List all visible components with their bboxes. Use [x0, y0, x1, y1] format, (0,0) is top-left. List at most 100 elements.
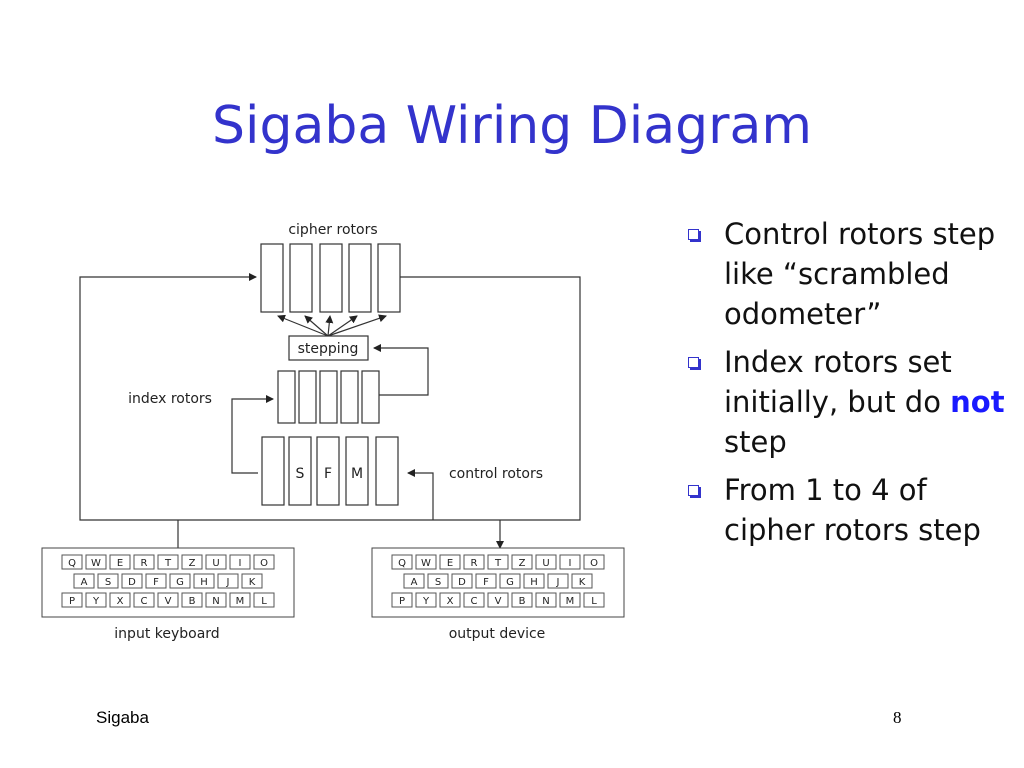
key-l	[583, 592, 605, 608]
key-e	[439, 554, 461, 570]
key-q	[391, 554, 413, 570]
cipher-rotor	[260, 243, 284, 313]
key-p	[61, 592, 83, 608]
key-z	[181, 554, 203, 570]
key-v	[487, 592, 509, 608]
control-rotor	[316, 436, 340, 506]
key-label: J	[226, 577, 230, 588]
control-rotors	[261, 436, 399, 506]
key-p	[391, 592, 413, 608]
key-label: K	[249, 577, 256, 588]
key-label: I	[569, 558, 572, 569]
key-v	[157, 592, 179, 608]
key-q	[61, 554, 83, 570]
key-label: J	[556, 577, 560, 588]
cipher-rotors	[260, 243, 401, 313]
key-label: F	[153, 577, 159, 588]
key-y	[415, 592, 437, 608]
control-rotor	[345, 436, 369, 506]
key-label: Q	[68, 558, 76, 569]
control-rotor-letter: F	[324, 466, 332, 482]
key-r	[463, 554, 485, 570]
key-i	[559, 554, 581, 570]
bullet-square-icon	[688, 485, 699, 496]
key-y	[85, 592, 107, 608]
key-w	[415, 554, 437, 570]
page-number: 8	[893, 708, 902, 727]
key-g	[169, 573, 191, 589]
key-m	[229, 592, 251, 608]
key-h	[523, 573, 545, 589]
stepping-box	[288, 335, 369, 361]
key-label: N	[542, 596, 549, 607]
key-o	[583, 554, 605, 570]
control-rotor	[261, 436, 285, 506]
key-i	[229, 554, 251, 570]
key-label: L	[261, 596, 267, 607]
key-n	[535, 592, 557, 608]
key-c	[463, 592, 485, 608]
bullet-item: Index rotors set initially, but do not s…	[688, 342, 1008, 462]
cipher-rotor	[289, 243, 313, 313]
key-label: T	[164, 558, 172, 569]
emphasis-not: not	[950, 385, 1005, 419]
key-n	[205, 592, 227, 608]
bullet-text: Index rotors set initially, but do	[724, 345, 952, 419]
wires	[79, 273, 581, 549]
index-rotors	[277, 370, 380, 424]
key-h	[193, 573, 215, 589]
key-label: G	[176, 577, 184, 588]
key-label: O	[260, 558, 268, 569]
key-c	[133, 592, 155, 608]
key-e	[109, 554, 131, 570]
key-f	[145, 573, 167, 589]
key-label: V	[165, 596, 172, 607]
index-rotor	[319, 370, 338, 424]
key-label: B	[189, 596, 196, 607]
key-t	[157, 554, 179, 570]
control-rotor-letter: S	[296, 466, 305, 482]
key-label: F	[483, 577, 489, 588]
index-rotors-label: index rotors	[128, 391, 212, 407]
control-rotors-label: control rotors	[449, 466, 543, 482]
key-label: L	[591, 596, 597, 607]
key-d	[451, 573, 473, 589]
stepping-label: stepping	[298, 341, 359, 357]
key-label: Z	[189, 558, 196, 569]
bullet-list: Control rotors step like “scrambled odom…	[688, 214, 1008, 558]
key-label: R	[471, 558, 478, 569]
key-label: N	[212, 596, 219, 607]
key-b	[511, 592, 533, 608]
key-a	[73, 573, 95, 589]
key-f	[475, 573, 497, 589]
key-s	[427, 573, 449, 589]
key-k	[241, 573, 263, 589]
key-d	[121, 573, 143, 589]
key-j	[217, 573, 239, 589]
key-label: C	[141, 596, 148, 607]
index-rotor	[277, 370, 296, 424]
key-s	[97, 573, 119, 589]
bullet-text: step	[724, 425, 787, 459]
key-label: E	[117, 558, 123, 569]
key-label: A	[411, 577, 418, 588]
key-label: D	[128, 577, 136, 588]
key-m	[559, 592, 581, 608]
bullet-item: From 1 to 4 of cipher rotors step	[688, 470, 1008, 550]
key-label: B	[519, 596, 526, 607]
output-device-label: output device	[449, 626, 546, 642]
key-label: W	[421, 558, 431, 569]
bullet-square-icon	[688, 229, 699, 240]
key-label: Z	[519, 558, 526, 569]
key-w	[85, 554, 107, 570]
key-x	[109, 592, 131, 608]
key-label: W	[91, 558, 101, 569]
control-rotor-letter: M	[351, 466, 363, 482]
key-label: Q	[398, 558, 406, 569]
key-o	[253, 554, 275, 570]
key-label: C	[471, 596, 478, 607]
key-a	[403, 573, 425, 589]
key-label: S	[105, 577, 111, 588]
